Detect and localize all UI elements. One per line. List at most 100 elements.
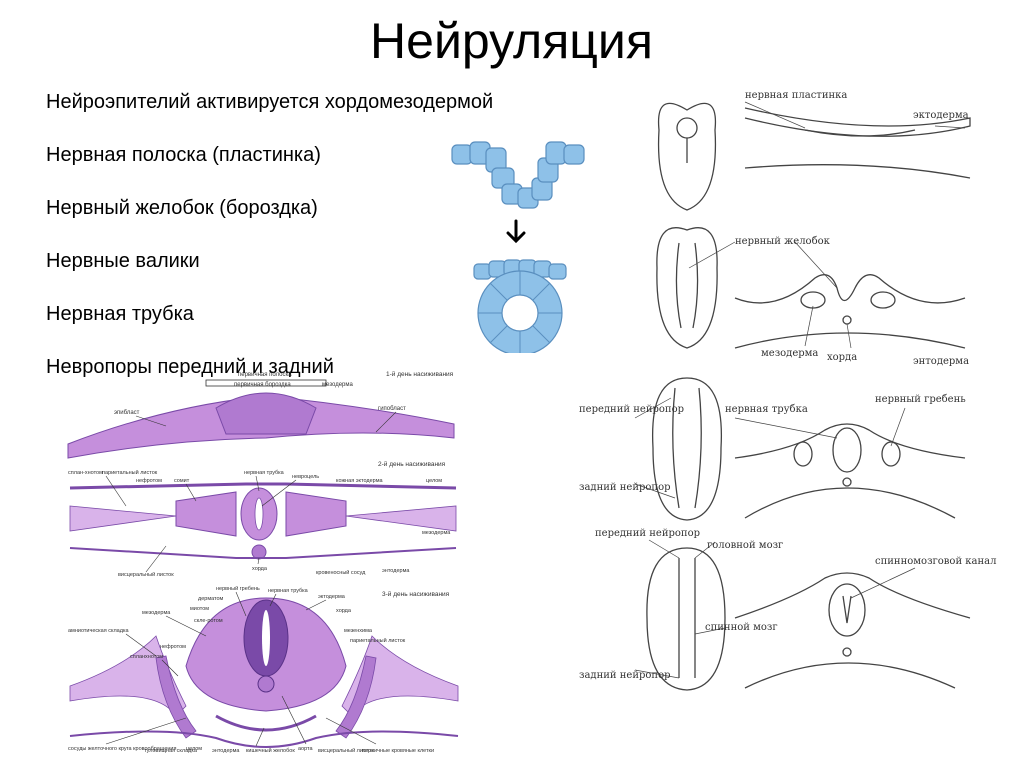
section-3-chorda [842,477,852,487]
day3-splanchnopleure-right [335,655,377,739]
section-3-ectoderm [734,423,966,459]
label-posterior: задний нейропор [579,482,671,493]
label-anterior2: передний нейропор [595,528,700,539]
label-hypoblast: гипобласт [378,406,406,412]
label-aorta3: аорта [298,746,314,752]
section-2-mesoderm-left [800,291,826,309]
label-gut3: кишечный желобок [246,747,295,754]
label-epiblast: эпибласт [114,410,140,416]
day3-splanchnopleure-left [155,655,197,739]
neural-groove-cells [451,141,585,209]
label-mesoderm: мезодерма [761,348,818,359]
day3-amnion-left [69,635,187,717]
day2-ectoderm [69,482,457,490]
bullet-list: Нейроэпителий активируется хордомезодерм… [46,76,493,394]
neural-tube-ring [477,270,563,353]
label-myotome3: миотом [190,606,209,612]
day3-gut [215,714,317,732]
bullet-item: Нейроэпителий активируется хордомезодерм… [46,91,494,113]
section-2-endoderm [734,332,966,349]
label-vessels3: сосуды желточного круга кровообращения [68,746,176,752]
day3-chorda [257,675,275,693]
embryo-4-outline [646,547,726,691]
section-1-plate [804,129,916,137]
section-3-crest-right [881,441,901,467]
label-nephrotome3: нефротом [160,644,186,650]
embryo-2-groove [675,242,699,329]
section-3-endoderm [744,487,956,519]
label-dermatome3: дерматом [198,596,224,602]
section-3-crest-left [793,441,813,467]
label-chorda: хорда [827,352,857,363]
section-3-tube [832,427,862,473]
bullet-item: Нервная трубка [46,303,194,325]
label-amnion3: амниотическая складка [68,628,129,634]
label-groove: нервный желобок [735,236,831,247]
label-mesoderm1: мезодерма [322,382,354,388]
day2-mesoderm-right [345,505,457,532]
bullet-item: Невропоры передний и задний [46,356,334,378]
embryo-1-outline [657,102,717,211]
day2-somite-left [175,491,237,537]
label-plate: нервная пластинка [745,90,847,101]
label-coelom3: целом [186,746,202,752]
day3-neurocoel [262,610,270,666]
bullet-item: Нервные валики [46,250,200,272]
label-mesoderm3: мезодерма [142,610,171,616]
embryo-4-cord [678,558,696,678]
day3-heading: 3-й день насиживания [382,590,450,598]
label-canal: спинномозговой канал [875,556,996,567]
label-sclerotome3: скле-ротом [194,618,223,624]
primitive-streak [215,392,317,435]
label-visceral2: висцеральный листок [118,571,174,578]
label-crest: нервный гребень [875,394,966,405]
label-coelom2: целом [426,478,442,484]
day2-chorda [251,544,267,560]
streak-bracket [205,379,327,387]
label-splanchnotome3: спланхнотом [130,654,163,660]
label-cord: спинной мозг [705,622,778,633]
bullet-item: Нервный желобок (бороздка) [46,197,318,219]
label-neurocoel2: невроцель [292,474,319,480]
day2-neurocoel [254,497,264,531]
day1-heading: 1-й день насиживания [386,370,454,378]
section-2-ectoderm [734,274,966,304]
label-chorda3: хорда [336,608,352,614]
label-mesoderm2: мезодерма [422,530,451,536]
embryo-1-node [676,117,698,139]
label-nephrotome2: нефротом [136,478,162,484]
embryo-3-outline [651,377,723,521]
section-2-chorda [842,315,852,325]
section-4-chorda [842,647,852,657]
down-arrow-icon [506,219,526,244]
label-groove: первичная бороздка [234,382,291,388]
section-4-canal [842,595,852,624]
label-visceral3: висцеральный листок [318,747,374,754]
label-endoderm: энтодерма [913,356,969,367]
label-mesenchyme3: мезенхима [344,628,373,634]
day3-amnion-right [341,635,459,717]
label-blood3: первичные кровяные клетки [362,748,434,754]
label-parietal3: париетальный листок [350,637,406,644]
embryo-2-outline [656,227,718,349]
label-trunk-fold3: туловищная складка [144,748,198,754]
section-1-endoderm [744,164,971,179]
label-crest3: нервный гребень [216,585,260,592]
label-splanchnotome2: сплан-хнотом [68,470,103,476]
bullet-item: Нервная полоска (пластинка) [46,144,321,166]
day2-somite-right [285,491,347,537]
label-vessel2: кровеносный сосуд [316,569,366,576]
label-somite2: сомит [174,478,190,484]
label-ectoderm3: эктодерма [318,594,346,600]
slide-title: Нейруляция [370,13,653,69]
section-4-cord [828,583,866,637]
section-2-mesoderm-right [870,291,896,309]
label-tube: нервная трубка [725,404,808,415]
histology-figure: 1-й день насиживания первичная полоска п… [67,370,459,754]
label-anterior: передний нейропор [579,404,684,415]
label-tube2: нервная трубка [244,470,285,476]
label-chorda2: хорда [252,566,268,572]
section-4-endoderm [744,662,956,689]
schematic-figure: нервная пластинка эктодерма нервный жело… [579,90,996,691]
label-parietal2: париетальный листок [102,469,158,476]
